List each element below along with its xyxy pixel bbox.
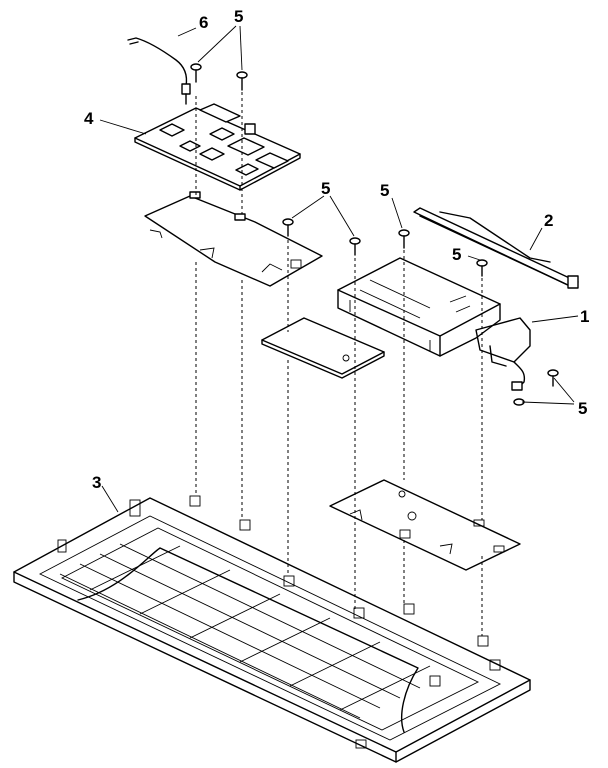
part-6-cable (127, 37, 191, 105)
board-mounting-bracket (144, 191, 323, 287)
screw-top-right (236, 71, 248, 91)
callout-5-cover: 5 (380, 181, 389, 200)
callout-5-middle: 5 (321, 179, 330, 198)
callout-5-right: 5 (452, 245, 461, 264)
callout-6: 6 (199, 13, 208, 32)
callout-5-top: 5 (234, 7, 243, 26)
screw-middle-right (349, 237, 361, 256)
screw-top-left (190, 63, 202, 83)
callout-2: 2 (544, 211, 553, 230)
part-3-base-frame (13, 495, 531, 763)
small-plate (261, 317, 385, 379)
part-1-cover (337, 257, 531, 391)
callout-1: 1 (580, 307, 589, 326)
screw-cover-right (476, 259, 488, 277)
screw-cover-left (398, 229, 410, 249)
callout-3: 3 (92, 473, 101, 492)
part-2-rail (413, 207, 579, 289)
screw-middle-left (282, 218, 294, 237)
callout-4: 4 (84, 109, 94, 128)
assembly-guide-lines (195, 92, 483, 636)
leader-lines (99, 25, 579, 513)
right-mounting-plate (329, 479, 521, 571)
screw-lower-right-1 (547, 369, 559, 387)
part-4-circuit-board (134, 103, 301, 191)
callout-5-lower: 5 (578, 399, 587, 418)
